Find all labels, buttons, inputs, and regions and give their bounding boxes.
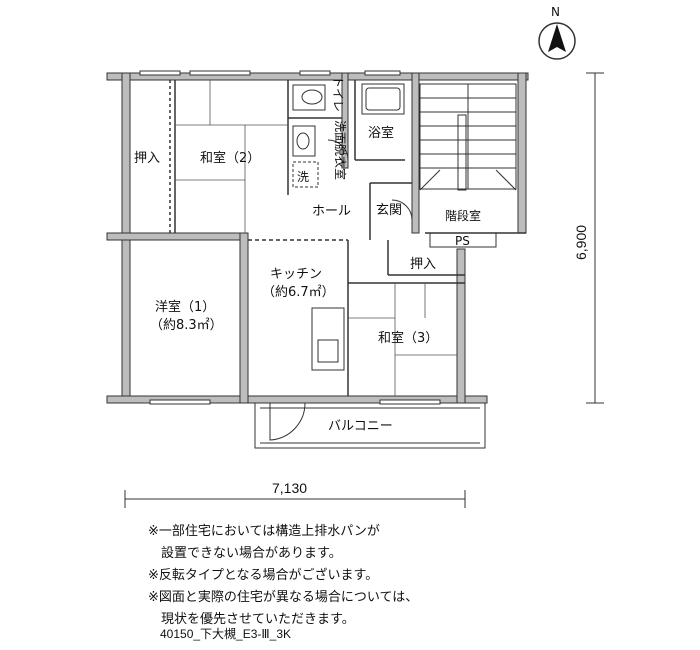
tatami <box>175 80 457 396</box>
room-label-toilet: トイレ <box>331 76 345 112</box>
room-label-kitchen: キッチン <box>270 267 322 282</box>
room-label-bath: 浴室 <box>368 125 394 141</box>
staircase-icon <box>419 83 517 191</box>
room-label-washitsu2: 和室（2） <box>200 150 260 166</box>
dimension-height: 6,900 <box>573 225 589 260</box>
room-label-washer: 洗 <box>297 170 309 184</box>
room-label-kitchen-area: （約6.7㎡） <box>262 285 335 300</box>
room-label-oshiire2: 押入 <box>410 257 436 272</box>
room-label-ps: PS <box>455 234 470 248</box>
note-line: ※一部住宅においては構造上排水パンが <box>148 524 380 539</box>
note-line: ※反転タイプとなる場合がございます。 <box>148 568 379 583</box>
washer-icon <box>292 161 319 188</box>
ps-box <box>429 232 497 248</box>
room-label-senmen: 洗面脱衣室 <box>333 120 348 180</box>
dimension-lines <box>124 72 604 508</box>
room-label-balcony: バルコニー <box>328 419 393 434</box>
floor-plan: N 和室（2） 押入 トイレ 洗面脱衣室 洗 浴室 ホール 玄関 階段室 PS … <box>106 5 604 508</box>
kitchen-counter-icon <box>311 307 345 371</box>
compass-north-label: N <box>551 5 560 19</box>
labels: N 和室（2） 押入 トイレ 洗面脱衣室 洗 浴室 ホール 玄関 階段室 PS … <box>134 5 589 496</box>
plan-code: 40150_下大槻_E3-Ⅲ_3K <box>160 627 292 641</box>
fixtures <box>269 83 517 441</box>
bathtub-icon <box>361 83 405 115</box>
note-line: 現状を優先させていただきます。 <box>148 612 355 627</box>
toilet-icon <box>292 84 326 111</box>
windows <box>139 70 441 405</box>
room-label-washitsu3: 和室（3） <box>378 330 438 346</box>
room-label-stair: 階段室 <box>445 208 481 223</box>
sink-icon <box>292 125 316 157</box>
balcony-door-icon <box>269 402 306 441</box>
room-label-oshiire1: 押入 <box>134 151 160 166</box>
note-line: ※図面と実際の住宅が異なる場合については、 <box>148 590 419 605</box>
room-label-hall: ホール <box>312 204 351 219</box>
note-line: 設置できない場合があります。 <box>148 546 342 561</box>
room-label-entrance: 玄関 <box>376 203 402 218</box>
room-label-youshitsu1-area: （約8.3㎡） <box>150 318 223 333</box>
room-label-youshitsu1: 洋室（1） <box>155 299 215 315</box>
north-arrow-icon <box>548 24 566 52</box>
balcony-outline <box>254 402 486 449</box>
dimension-width: 7,130 <box>272 480 307 496</box>
kitchen-sink-icon <box>317 339 339 363</box>
notes: ※一部住宅においては構造上排水パンが 設置できない場合があります。 ※反転タイプ… <box>148 521 418 631</box>
compass <box>538 22 576 60</box>
